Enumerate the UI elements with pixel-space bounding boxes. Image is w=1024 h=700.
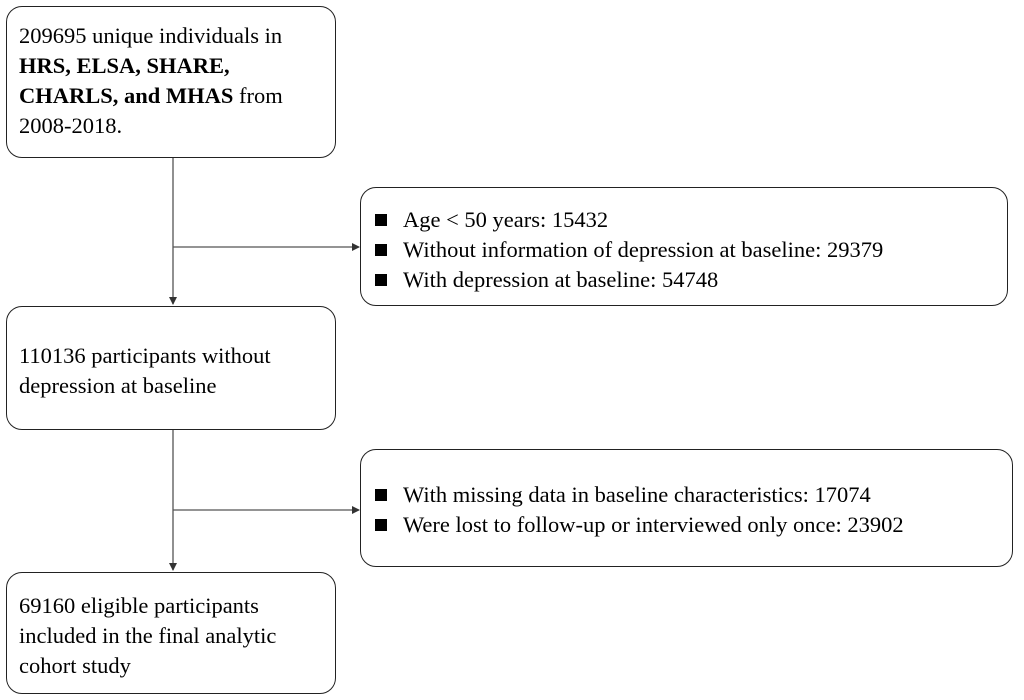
exclusion-item: With missing data in baseline characteri…: [375, 480, 1012, 510]
box-line: cohort study: [19, 653, 131, 678]
box-line: 69160 eligible participants: [19, 593, 259, 618]
bullet-square-icon: [375, 274, 387, 286]
initial-population-box: 209695 unique individuals in HRS, ELSA, S…: [6, 6, 336, 158]
exclusion-item: Were lost to follow-up or interviewed on…: [375, 510, 1012, 540]
text-segment: from: [233, 83, 283, 108]
bullet-square-icon: [375, 244, 387, 256]
final-cohort-box: 69160 eligible participants included in …: [6, 572, 336, 694]
bullet-square-icon: [375, 519, 387, 531]
exclusion-text: Without information of depression at bas…: [403, 237, 884, 262]
exclusion-box-2: With missing data in baseline characteri…: [360, 449, 1013, 567]
exclusion-item: With depression at baseline: 54748: [375, 265, 1007, 295]
exclusion-text: With depression at baseline: 54748: [403, 267, 719, 292]
bullet-square-icon: [375, 489, 387, 501]
box-line: 110136 participants without: [19, 343, 271, 368]
exclusion-text: Were lost to follow-up or interviewed on…: [403, 512, 904, 537]
exclusion-text: With missing data in baseline characteri…: [403, 482, 871, 507]
exclusion-item: Without information of depression at bas…: [375, 235, 1007, 265]
text-segment: 2008-2018.: [19, 113, 123, 138]
bold-text-segment: HRS, ELSA, SHARE,: [19, 53, 230, 78]
exclusion-box-1: Age < 50 years: 15432 Without informatio…: [360, 187, 1008, 306]
box-line: CHARLS, and MHAS from: [19, 81, 323, 111]
bullet-square-icon: [375, 214, 387, 226]
box-line: depression at baseline: [19, 373, 217, 398]
box-line: included in the final analytic: [19, 623, 277, 648]
text-segment: 209695 unique individuals in: [19, 23, 283, 48]
no-depression-box: 110136 participants without depression a…: [6, 306, 336, 430]
box-line: HRS, ELSA, SHARE,: [19, 51, 323, 81]
bold-text-segment: CHARLS, and MHAS: [19, 83, 234, 108]
box-line: 209695 unique individuals in: [19, 21, 323, 51]
exclusion-text: Age < 50 years: 15432: [403, 207, 609, 232]
exclusion-item: Age < 50 years: 15432: [375, 205, 1007, 235]
box-line: 2008-2018.: [19, 111, 323, 141]
